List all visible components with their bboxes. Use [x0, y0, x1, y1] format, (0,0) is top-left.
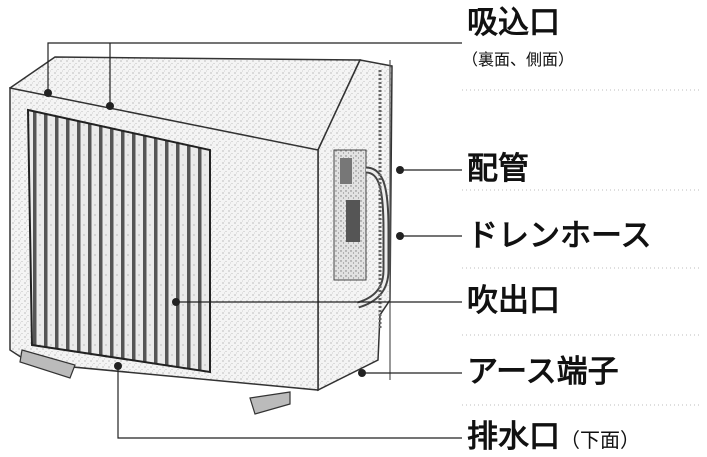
- front-grille: [26, 108, 211, 374]
- leader-drain-port: [117, 366, 462, 439]
- dot-drain-port: [114, 362, 122, 370]
- label-drain-hose: ドレンホース: [467, 218, 652, 254]
- dot-piping: [396, 166, 404, 174]
- dot-intake-top: [44, 89, 52, 97]
- dot-drain-hose: [396, 232, 404, 240]
- label-earth-terminal: アース端子: [467, 354, 619, 390]
- label-intake: 吸込口: [467, 5, 560, 41]
- dot-intake-rear: [106, 102, 114, 110]
- label-drain-port: 排水口（下面）: [467, 422, 640, 453]
- label-outlet: 吹出口: [467, 283, 560, 319]
- dot-earth: [358, 369, 366, 377]
- label-drain-port-note: （下面）: [560, 428, 640, 452]
- foot-left: [19, 349, 76, 379]
- leader-intake: [47, 42, 462, 93]
- label-drain-port-text: 排水口: [467, 419, 560, 455]
- dot-outlet: [172, 298, 180, 306]
- foot-right: [249, 391, 291, 415]
- label-piping: 配管: [467, 151, 529, 187]
- label-intake-note: （裏面、側面）: [462, 50, 575, 69]
